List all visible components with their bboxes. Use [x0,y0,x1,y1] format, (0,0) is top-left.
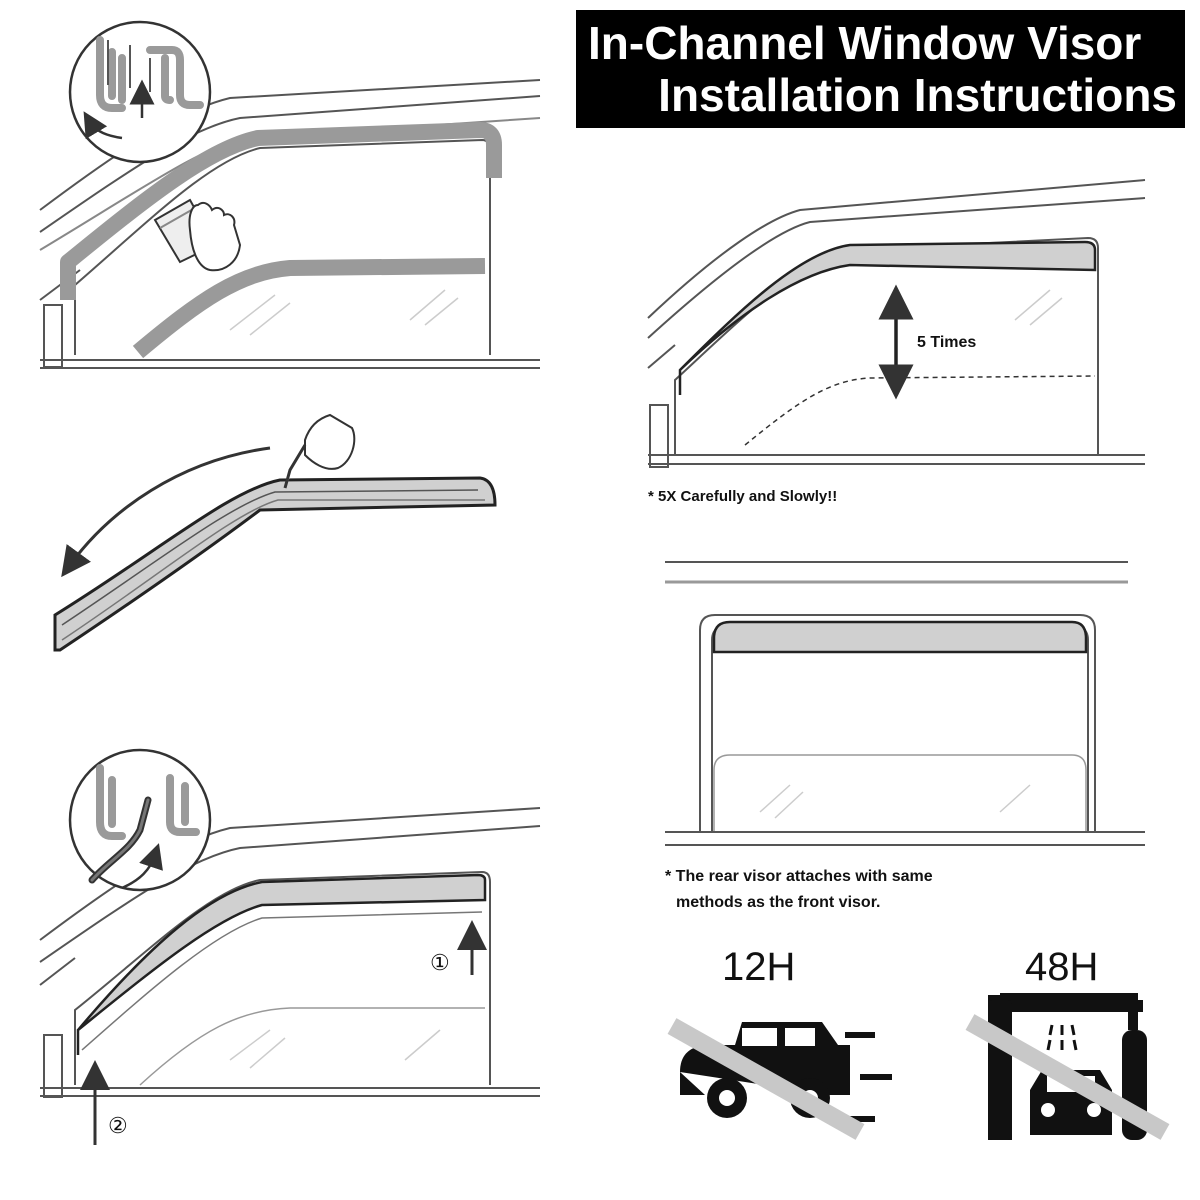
prohibition-slash [667,1018,865,1140]
front-visor-pressed [678,240,1097,395]
channel-highlight-top [60,122,502,300]
glove-hand-cleaning-icon [153,198,242,272]
rear-note-line-1: * The rear visor attaches with same [665,868,933,885]
hand-peeling-tape-icon [283,413,356,489]
marker-one: ① [430,950,450,975]
prohibition-slash-wash [965,1014,1170,1140]
repeat-note: * 5X Carefully and Slowly!! [648,488,838,505]
step-press-visor [647,179,1146,468]
step-insert-visor [39,748,541,1145]
peel-direction-arrow [61,446,271,578]
title-line-2: Installation Instructions [658,69,1177,121]
marker-two: ② [108,1113,128,1138]
no-driving-hours: 12H [722,945,796,989]
rear-note-line-2: methods as the front visor. [676,894,881,911]
step-peel-tape [53,413,497,652]
front-visor-installed [76,873,487,1055]
step-rear-visor [665,561,1145,846]
visor-strip [53,476,497,652]
repeat-count-label: 5 Times [917,334,977,351]
title-line-1: In-Channel Window Visor [588,17,1142,69]
channel-highlight-lower [132,258,486,359]
title-banner: In-Channel Window Visor Installation Ins… [576,10,1185,128]
no-car-wash-icon [965,993,1170,1140]
step-clean-channel [39,20,541,369]
channel-cross-section-icon [68,20,212,164]
no-driving-car-icon [667,1018,892,1140]
channel-insert-cross-section-icon [68,748,212,892]
press-area-dashed [744,375,1096,446]
no-car-wash-hours: 48H [1025,945,1099,989]
rear-visor [712,620,1088,654]
